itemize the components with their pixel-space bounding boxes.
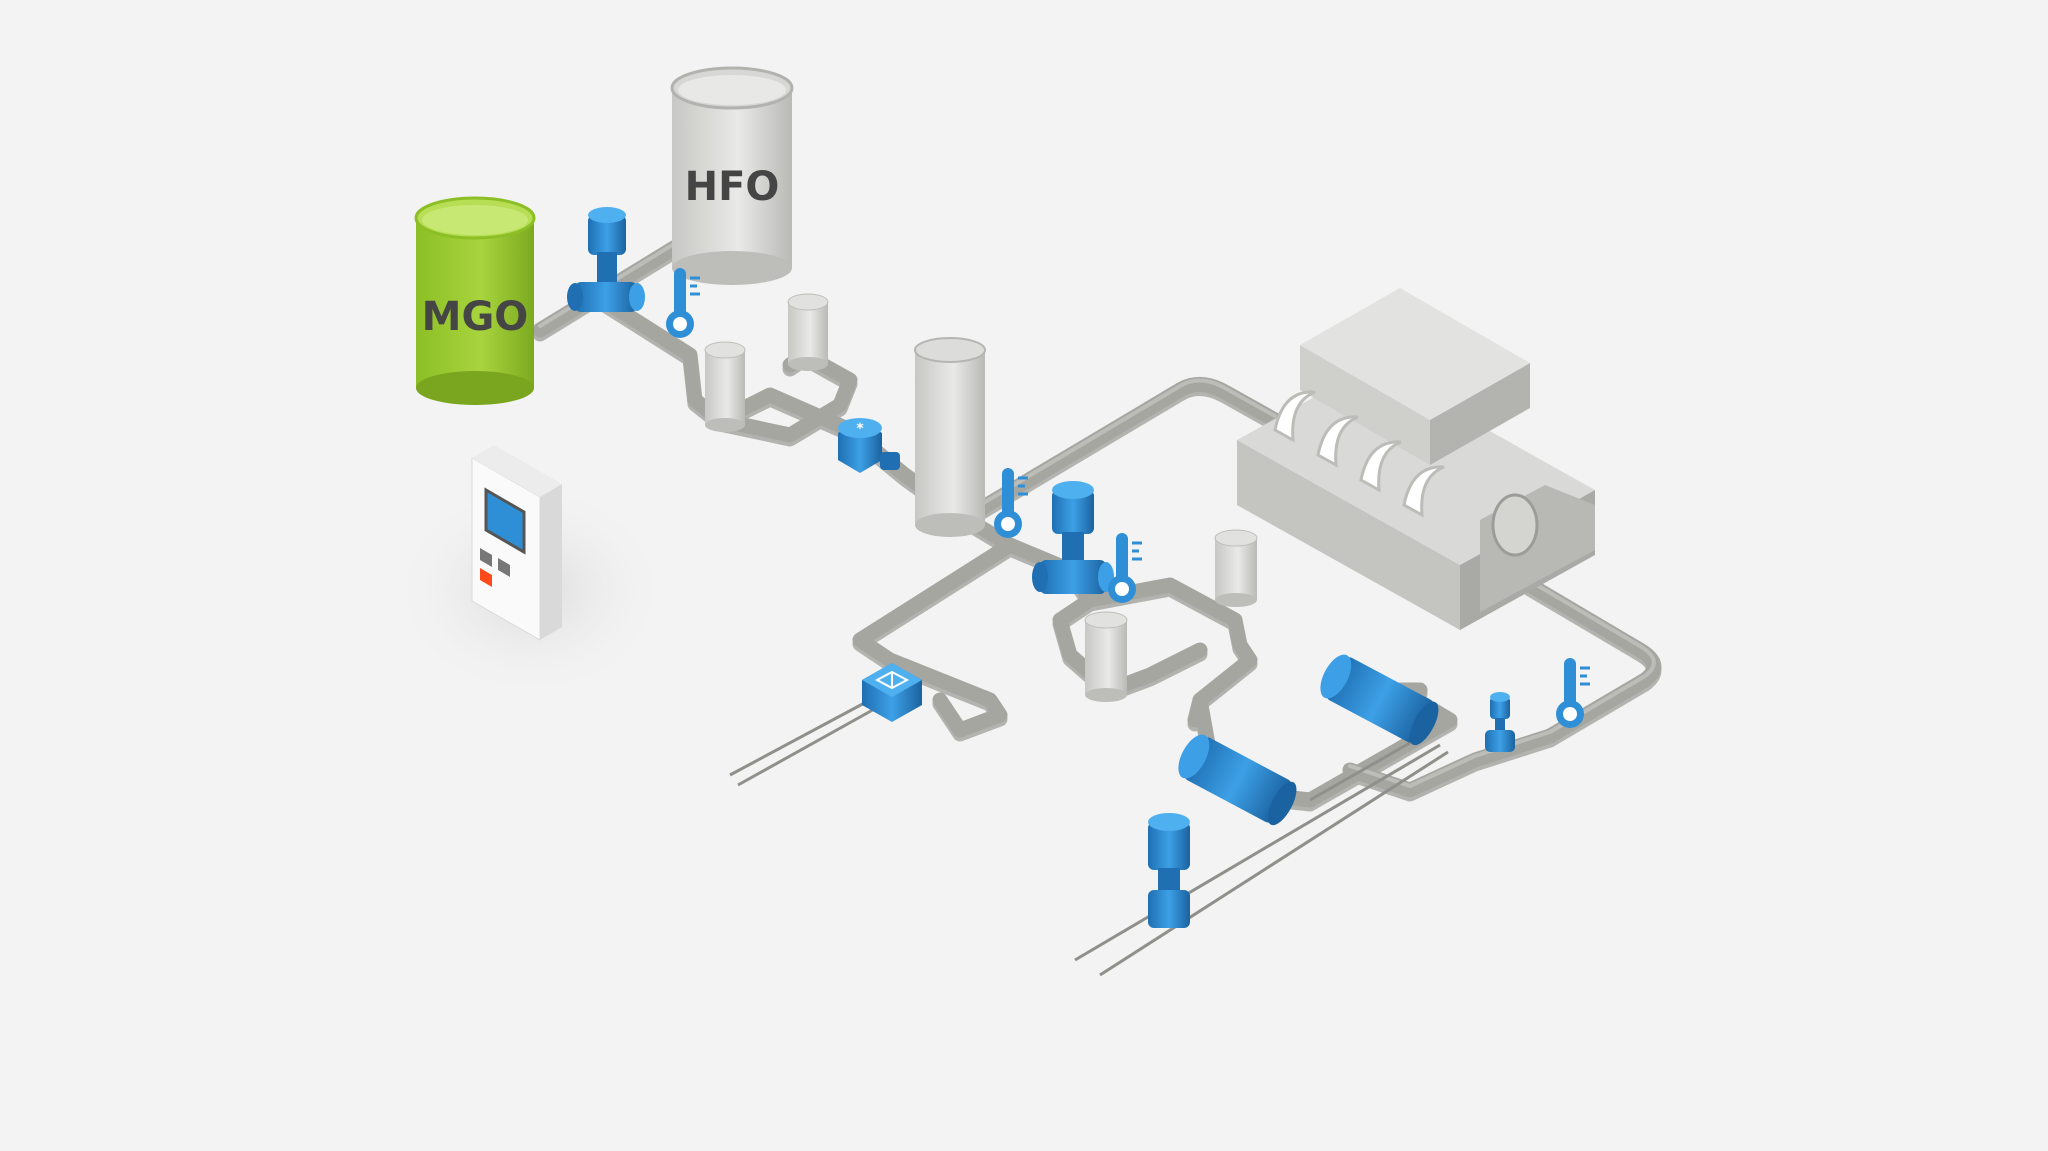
filter-pair-middle[interactable]	[1084, 529, 1258, 702]
controller-button-alarm[interactable]	[480, 568, 492, 587]
thermometer-icon	[994, 468, 1028, 538]
three-way-valve-icon[interactable]	[1148, 813, 1190, 928]
heater-unit[interactable]	[1172, 730, 1302, 830]
control-panel[interactable]	[390, 445, 670, 700]
thermometer-icon	[666, 268, 700, 338]
filter-pair-top[interactable]	[704, 293, 829, 432]
supply-lines	[729, 698, 1449, 977]
hfo-label: HFO	[685, 164, 780, 210]
flow-meter-symbol: *	[856, 421, 864, 437]
filter-unit[interactable]	[1214, 529, 1258, 607]
three-way-valve-icon[interactable]	[567, 207, 645, 312]
cooler-icon[interactable]	[862, 663, 922, 722]
filter-unit[interactable]	[787, 293, 829, 371]
filter-unit[interactable]	[704, 341, 746, 432]
controller-button-1[interactable]	[480, 548, 492, 567]
hfo-tank[interactable]: HFO	[670, 66, 794, 285]
engine[interactable]	[1237, 288, 1595, 630]
mixing-tank[interactable]	[914, 337, 986, 537]
thermometer-icon	[1108, 533, 1142, 603]
small-valve-icon[interactable]	[1485, 692, 1515, 752]
mgo-label: MGO	[422, 294, 529, 340]
engine-cylinder-covers	[1273, 390, 1445, 518]
heater-pair[interactable]	[1172, 650, 1444, 830]
heater-unit[interactable]	[1314, 650, 1444, 750]
controller-button-2[interactable]	[498, 558, 510, 577]
controller-screen[interactable]	[484, 487, 526, 555]
three-way-valve-icon[interactable]	[1032, 481, 1114, 594]
flow-meter-icon[interactable]: *	[838, 418, 900, 473]
mgo-tank[interactable]: MGO	[414, 196, 536, 405]
filter-unit[interactable]	[1084, 611, 1128, 702]
thermometer-icon	[1556, 658, 1590, 728]
